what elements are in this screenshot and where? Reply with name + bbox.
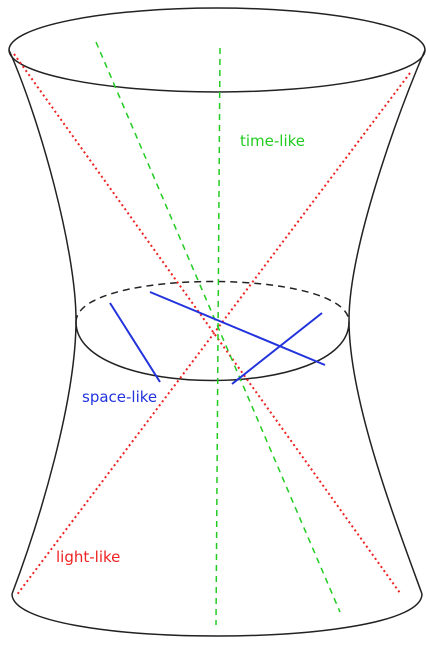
waist-ellipse-back (75, 280, 350, 323)
light-like-lines (13, 53, 411, 597)
waist-ellipse-front (75, 321, 350, 382)
hyperboloid-surface (8, 7, 426, 637)
space-like-lines (109, 291, 326, 385)
light-like-label: light-like (56, 548, 120, 566)
top-ellipse (8, 7, 426, 93)
space-like-line-1 (149, 291, 326, 366)
space-like-line-3 (231, 312, 323, 385)
space-like-line-2 (109, 302, 161, 383)
light-like-line-2 (15, 72, 411, 597)
light-like-line-1 (13, 53, 401, 594)
right-silhouette (348, 49, 426, 595)
left-silhouette (8, 49, 77, 595)
time-like-lines (95, 41, 341, 626)
time-like-line-vertical (215, 47, 221, 626)
space-like-label: space-like (82, 388, 157, 406)
time-like-line-slanted (95, 41, 341, 613)
bottom-ellipse (11, 593, 423, 637)
time-like-label: time-like (240, 132, 305, 150)
